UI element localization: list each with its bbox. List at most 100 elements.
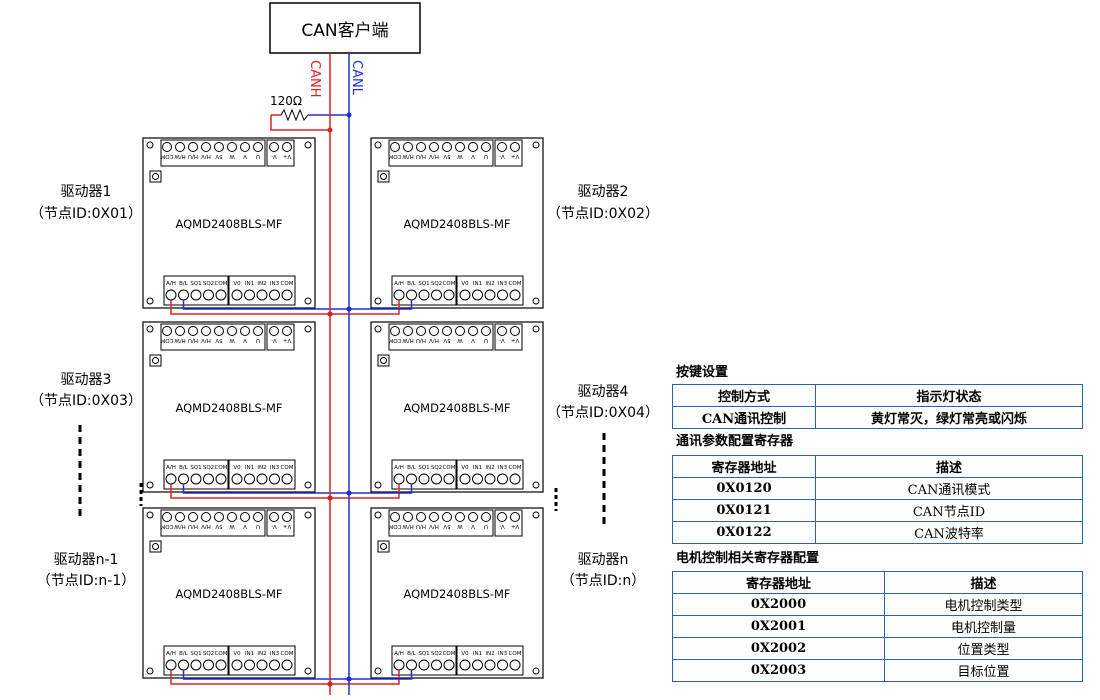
bottom-terminal-block: [391, 645, 457, 676]
table-cell: 0X2000: [672, 593, 885, 616]
table-row: 0X2001 电机控制量: [672, 615, 1083, 638]
mounting-hole: [304, 297, 312, 305]
pin-label: V0: [233, 651, 241, 657]
terminal-screw: [214, 142, 224, 152]
terminal-screw: [484, 659, 496, 671]
terminal-screw: [162, 142, 172, 152]
terminal-screw: [468, 512, 478, 522]
comm-register-table: 寄存器地址 描述 0X0120 CAN通讯模式 0X0121 CAN节点ID 0…: [672, 455, 1083, 544]
key-button: [377, 170, 390, 183]
mounting-hole: [146, 481, 154, 489]
keys-table: 控制方式 指示灯状态 CAN通讯控制 黄灯常灭，绿灯常亮或闪烁: [672, 384, 1083, 429]
key-button-cap: [152, 357, 159, 364]
table-cell: 0X0120: [672, 477, 816, 500]
terminal-screw: [416, 512, 426, 522]
pin-label: H/V: [201, 337, 211, 343]
motor-table-title: 电机控制相关寄存器配置: [676, 551, 820, 566]
terminal-screw: [253, 512, 263, 522]
terminal-screw: [227, 142, 237, 152]
pin-label: V0: [233, 281, 241, 287]
terminal-screw: [443, 289, 455, 301]
terminal-screw: [240, 512, 250, 522]
pin-label: IN2: [257, 651, 266, 657]
terminal-screw: [510, 142, 520, 152]
pin-label: V-: [271, 523, 276, 529]
bottom-terminal-block: [391, 459, 457, 490]
terminal-screw: [165, 659, 177, 671]
terminal-screw: [442, 142, 452, 152]
pin-label: SQ2: [203, 465, 214, 471]
pin-label: IN2: [485, 651, 494, 657]
terminal-screw: [214, 326, 224, 336]
pin-label: U: [484, 523, 488, 529]
pin-label: A/H: [166, 465, 176, 471]
resistor-symbol: [280, 108, 309, 122]
terminal-screw: [443, 473, 455, 485]
io-terminal-block: [456, 459, 524, 490]
terminal-screw: [165, 289, 177, 301]
pin-label: COM: [215, 281, 228, 287]
terminal-screw: [484, 473, 496, 485]
pin-label: SQ2: [203, 281, 214, 287]
pin-label: COM: [388, 153, 401, 159]
key-button: [149, 170, 162, 183]
canl-drop-wire: [349, 670, 413, 680]
terminal-screw: [188, 326, 198, 336]
pin-label: H/U: [416, 337, 426, 343]
terminal-screw: [201, 326, 211, 336]
pin-label: B/L: [179, 465, 189, 471]
key-button: [377, 540, 390, 553]
mounting-hole: [304, 511, 312, 519]
power-terminal-block: [494, 509, 523, 537]
pin-label: IN1: [245, 281, 254, 287]
mounting-hole: [532, 481, 540, 489]
terminal-screw: [497, 326, 507, 336]
driver-n-1-name: 驱动器n-1: [54, 552, 119, 568]
terminal-screw: [416, 142, 426, 152]
pin-label: V-: [499, 153, 504, 159]
terminal-screw: [178, 473, 189, 485]
terminal-screw: [281, 659, 293, 671]
terminal-screw: [455, 142, 465, 152]
mounting-hole: [304, 481, 312, 489]
power-terminal-block: [266, 323, 295, 351]
table-row: 0X2003 目标位置: [672, 659, 1083, 682]
pin-label: W: [229, 153, 235, 159]
terminal-screw: [403, 512, 413, 522]
table-row: 0X2002 位置类型: [672, 637, 1083, 660]
pin-label: SQ2: [431, 281, 442, 287]
terminal-screw: [227, 326, 237, 336]
terminal-screw: [244, 473, 255, 485]
pin-label: W: [457, 153, 463, 159]
pin-label: W: [457, 337, 463, 343]
table-row: CAN通讯控制 黄灯常灭，绿灯常亮或闪烁: [672, 406, 1083, 429]
pin-label: COM: [281, 281, 294, 287]
terminal-screw: [269, 289, 280, 301]
mounting-hole: [374, 511, 382, 519]
driver-model-label: AQMD2408BLS-MF: [175, 217, 282, 231]
terminal-screw: [455, 326, 465, 336]
table-row: 0X2000 电机控制类型: [672, 593, 1083, 616]
pin-label: H/W: [402, 337, 414, 343]
terminal-screw: [282, 142, 292, 152]
mounting-hole: [374, 667, 382, 675]
pin-label: V-: [271, 153, 276, 159]
pin-label: B/L: [407, 465, 417, 471]
terminal-screw: [231, 473, 243, 485]
pin-label: V-: [271, 337, 276, 343]
terminal-screw: [497, 289, 508, 301]
pin-label: IN3: [270, 465, 280, 471]
terminal-screw: [253, 326, 263, 336]
driver-model-label: AQMD2408BLS-MF: [175, 587, 282, 601]
header-cell: 寄存器地址: [672, 455, 816, 478]
terminal-screw: [269, 659, 280, 671]
canh-drop-wire: [170, 484, 330, 499]
driver-2-name: 驱动器2: [578, 184, 629, 200]
top-terminal-block: [388, 323, 494, 351]
table-row: 0X0121 CAN节点ID: [672, 499, 1083, 522]
terminal-screw: [510, 326, 520, 336]
terminal-screw: [214, 512, 224, 522]
pin-label: IN3: [498, 281, 508, 287]
mounting-hole: [304, 667, 312, 675]
terminal-screw: [203, 659, 214, 671]
